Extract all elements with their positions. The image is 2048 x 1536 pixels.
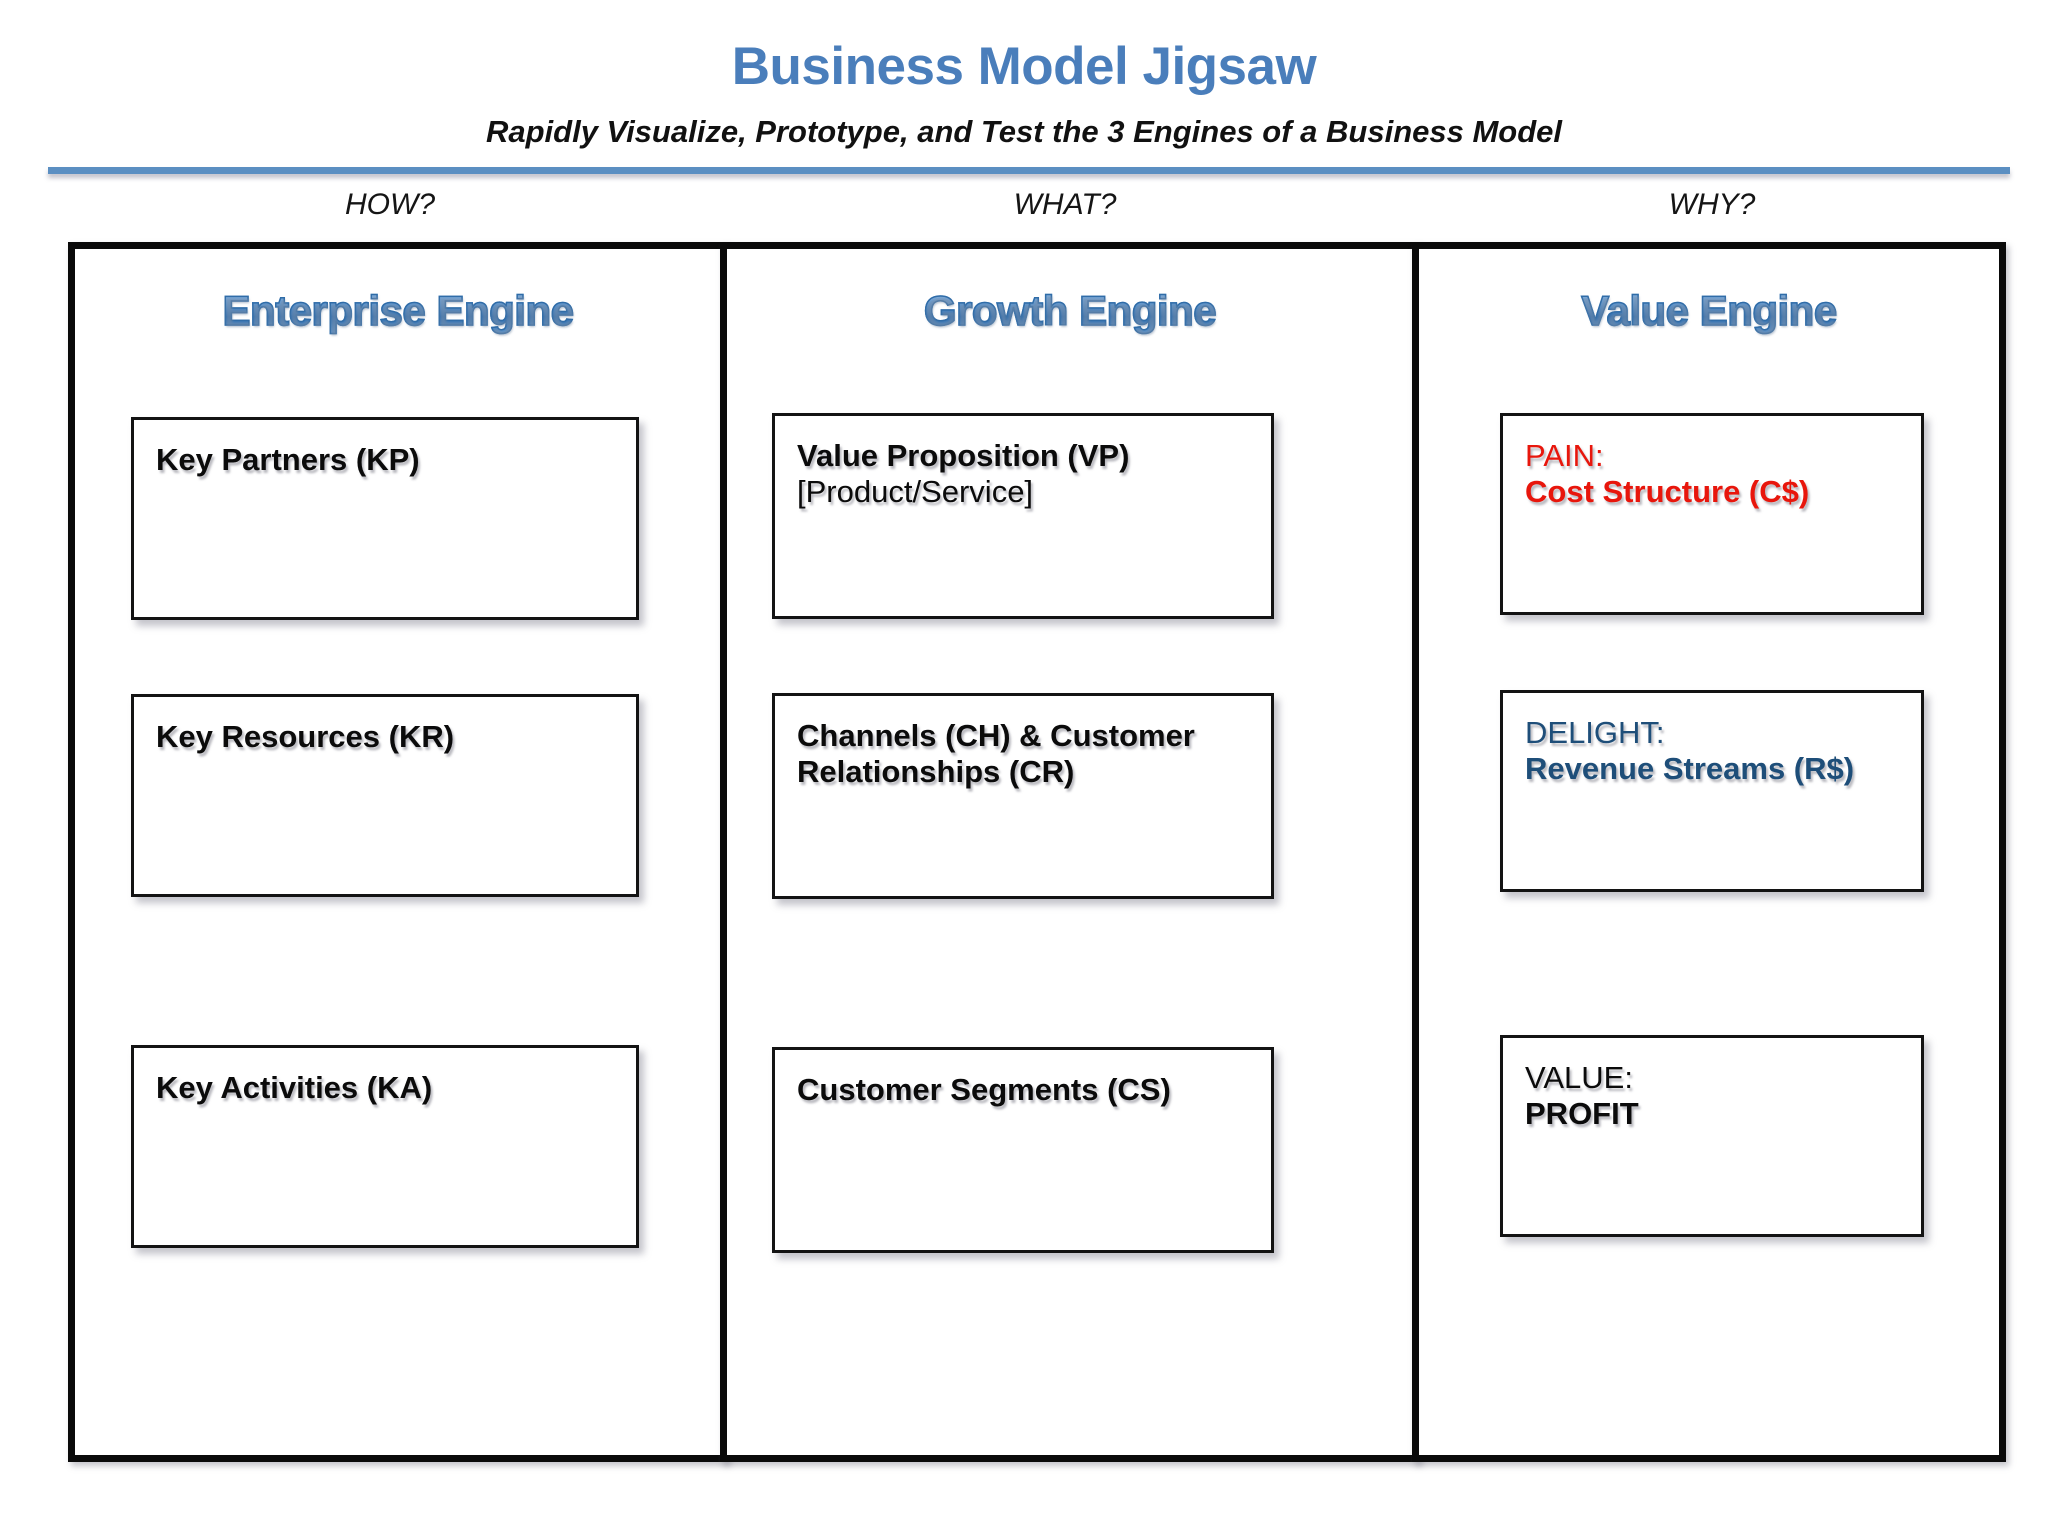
- page-title: Business Model Jigsaw: [731, 37, 1317, 96]
- card-key-activities-line-1: Key Activities (KA): [156, 1070, 433, 1105]
- card-revenue-streams-label: Revenue Streams (R$): [1525, 750, 1855, 786]
- card-value-proposition[interactable]: Value Proposition (VP) [Product/Service]: [772, 413, 1274, 619]
- engine-column-value: Value Engine PAIN: Cost Structure (C$) D…: [1412, 242, 2006, 1462]
- card-channels-customer-relationships[interactable]: Channels (CH) & Customer Relationships (…: [772, 693, 1274, 899]
- page-header: Business Model Jigsaw Rapidly Visualize,…: [0, 0, 2048, 178]
- engine-title-growth: Growth Engine: [727, 286, 1413, 335]
- header-divider-rule: [48, 167, 2010, 174]
- card-key-resources[interactable]: Key Resources (KR): [131, 694, 639, 897]
- engine-title-enterprise: Enterprise Engine: [75, 286, 721, 335]
- card-value-label: VALUE:: [1525, 1060, 1633, 1095]
- card-value-proposition-line-2: [Product/Service]: [797, 473, 1034, 509]
- engine-title-value: Value Engine: [1419, 286, 1999, 335]
- business-model-canvas: Enterprise Engine Key Partners (KP) Key …: [68, 242, 2006, 1462]
- card-pain-label: PAIN:: [1525, 438, 1604, 473]
- card-channels-customer-relationships-line-1: Channels (CH) & Customer Relationships (…: [797, 718, 1195, 789]
- card-cost-structure-label: Cost Structure (C$): [1525, 473, 1810, 509]
- card-value-profit[interactable]: VALUE: PROFIT: [1500, 1035, 1924, 1237]
- question-label-why: WHY?: [1668, 188, 1756, 221]
- question-label-what: WHAT?: [1013, 188, 1117, 221]
- engine-column-growth: Growth Engine Value Proposition (VP) [Pr…: [720, 242, 1420, 1462]
- question-label-how: HOW?: [345, 188, 435, 221]
- card-key-resources-line-1: Key Resources (KR): [156, 719, 455, 754]
- page-subtitle: Rapidly Visualize, Prototype, and Test t…: [485, 114, 1563, 149]
- card-key-partners-line-1: Key Partners (KP): [156, 442, 420, 477]
- card-pain-cost-structure[interactable]: PAIN: Cost Structure (C$): [1500, 413, 1924, 615]
- card-value-proposition-line-1: Value Proposition (VP): [797, 438, 1130, 473]
- card-delight-revenue-streams[interactable]: DELIGHT: Revenue Streams (R$): [1500, 690, 1924, 892]
- card-key-partners[interactable]: Key Partners (KP): [131, 417, 639, 620]
- card-profit-label: PROFIT: [1525, 1095, 1639, 1131]
- card-customer-segments[interactable]: Customer Segments (CS): [772, 1047, 1274, 1253]
- card-delight-label: DELIGHT:: [1525, 715, 1665, 750]
- engine-column-enterprise: Enterprise Engine Key Partners (KP) Key …: [68, 242, 728, 1462]
- card-key-activities[interactable]: Key Activities (KA): [131, 1045, 639, 1248]
- card-customer-segments-line-1: Customer Segments (CS): [797, 1072, 1171, 1107]
- question-row: HOW? WHAT? WHY?: [0, 188, 2048, 236]
